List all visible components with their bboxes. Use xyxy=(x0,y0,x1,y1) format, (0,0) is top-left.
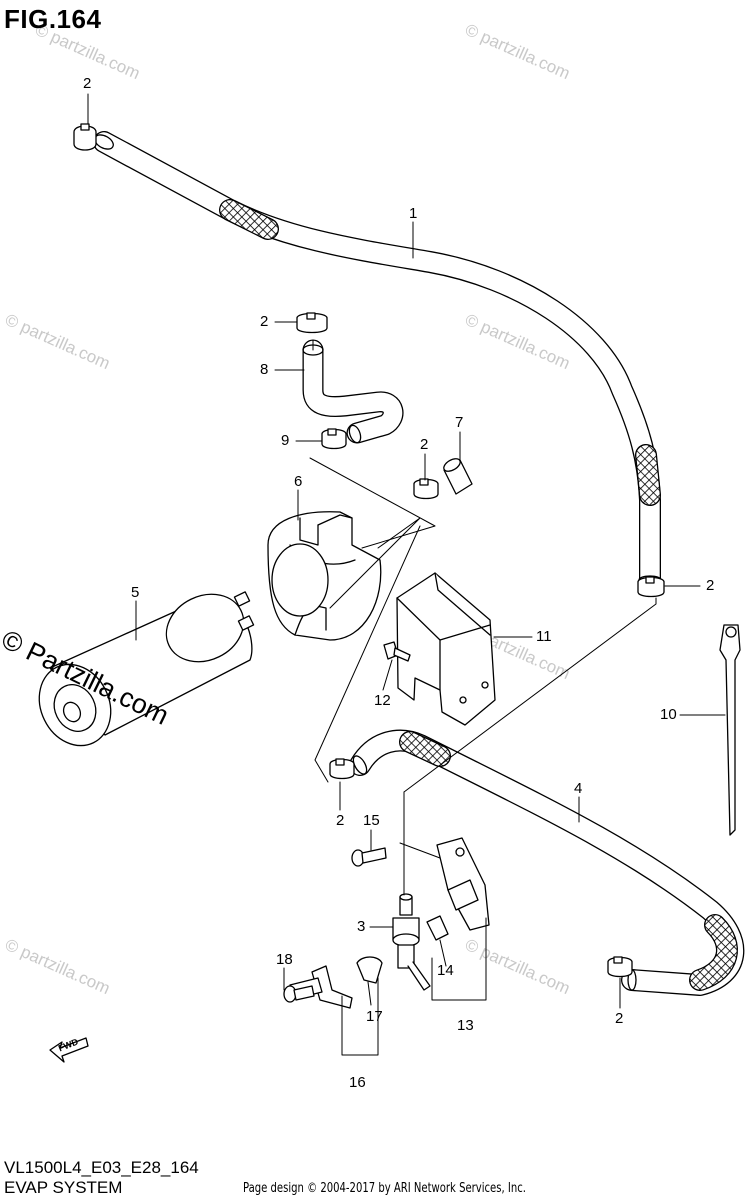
callout-2[interactable]: 2 xyxy=(706,577,715,594)
callout-2[interactable]: 2 xyxy=(420,436,429,453)
bracket-13 xyxy=(436,837,490,931)
callout-2[interactable]: 2 xyxy=(336,812,345,829)
fwd-arrow-icon xyxy=(49,1037,89,1063)
callout-leaders xyxy=(87,93,726,1009)
tube-7 xyxy=(443,458,473,495)
clip-17 xyxy=(356,956,383,984)
callout-3[interactable]: 3 xyxy=(357,918,366,935)
callout-10[interactable]: 10 xyxy=(660,706,677,723)
callout-6[interactable]: 6 xyxy=(294,473,303,490)
callout-5[interactable]: 5 xyxy=(131,584,140,601)
callout-14[interactable]: 14 xyxy=(437,962,454,979)
clamp xyxy=(321,428,347,450)
clamp xyxy=(296,312,328,334)
callout-8[interactable]: 8 xyxy=(260,361,269,378)
callout-11[interactable]: 11 xyxy=(536,628,552,645)
screw-18 xyxy=(283,985,315,1003)
figure-title: FIG.164 xyxy=(4,4,102,34)
bracket-16 xyxy=(289,965,353,1009)
clamp xyxy=(607,956,633,978)
callout-13[interactable]: 13 xyxy=(457,1017,474,1034)
page-credit: Page design © 2004-2017 by ARI Network S… xyxy=(243,1181,526,1196)
hose-1 xyxy=(93,131,662,591)
cover-11 xyxy=(396,572,496,726)
callout-2[interactable]: 2 xyxy=(83,75,92,92)
model-code: VL1500L4_E03_E28_164 xyxy=(4,1158,199,1177)
clip-14 xyxy=(426,915,449,941)
callout-12[interactable]: 12 xyxy=(374,692,391,709)
clamp xyxy=(413,478,439,500)
valve-3 xyxy=(392,893,431,991)
callout-9[interactable]: 9 xyxy=(281,432,290,449)
holder-6 xyxy=(267,511,382,641)
callout-15[interactable]: 15 xyxy=(363,812,380,829)
hose-8 xyxy=(302,339,404,444)
screw-15 xyxy=(351,847,387,867)
callout-16[interactable]: 16 xyxy=(349,1074,366,1091)
callout-7[interactable]: 7 xyxy=(455,414,464,431)
hose-4 xyxy=(349,729,745,996)
clamp xyxy=(329,758,355,780)
system-name: EVAP SYSTEM xyxy=(4,1178,123,1197)
tie-wrap-10 xyxy=(719,624,741,836)
callout-2[interactable]: 2 xyxy=(260,313,269,330)
bolt-12 xyxy=(383,641,411,662)
callout-2[interactable]: 2 xyxy=(615,1010,624,1027)
clamp xyxy=(637,576,665,598)
callout-1[interactable]: 1 xyxy=(409,205,418,222)
canister-5 xyxy=(38,591,255,747)
clamp xyxy=(73,123,97,151)
callout-18[interactable]: 18 xyxy=(276,951,293,968)
reference-lines xyxy=(309,339,657,1056)
callout-17[interactable]: 17 xyxy=(366,1008,383,1025)
callout-4[interactable]: 4 xyxy=(574,780,583,797)
